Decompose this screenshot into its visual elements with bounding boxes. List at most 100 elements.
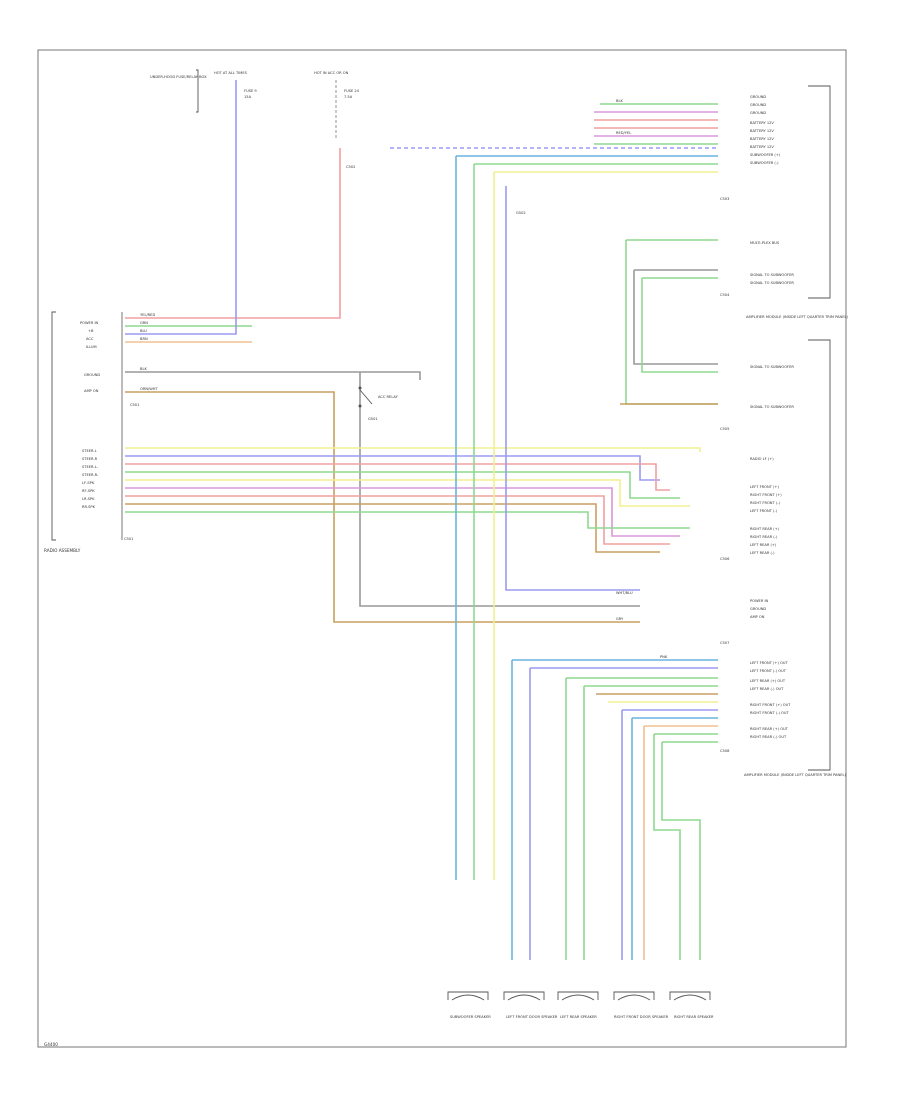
svg-text:C501: C501 (130, 403, 139, 407)
svg-text:BRN: BRN (140, 337, 148, 341)
diagram-frame (37, 49, 847, 1048)
svg-text:C504: C504 (720, 293, 730, 297)
wires-outputs (511, 659, 718, 960)
svg-text:SIGNAL TO SUBWOOFER: SIGNAL TO SUBWOOFER (750, 365, 794, 369)
wires-upper-right (390, 103, 718, 880)
svg-text:LEFT FRONT (+) OUT: LEFT FRONT (+) OUT (750, 661, 788, 665)
svg-text:BLK: BLK (140, 367, 147, 371)
svg-text:LR-SPK: LR-SPK (82, 497, 95, 501)
svg-text:LF-SPK: LF-SPK (82, 481, 95, 485)
speaker-subwoofer: SUBWOOFER SPEAKER (447, 991, 491, 1019)
svg-text:GROUND: GROUND (750, 111, 766, 115)
speaker-right-front-door: RIGHT FRONT DOOR SPEAKER (613, 991, 669, 1019)
svg-text:AMPLIFIER MODULE (INSIDE LEFT: AMPLIFIER MODULE (INSIDE LEFT QUARTER TR… (744, 773, 846, 777)
svg-text:BLK: BLK (616, 99, 623, 103)
svg-text:PNK: PNK (660, 655, 668, 659)
svg-text:RADIO LF (+): RADIO LF (+) (750, 457, 774, 461)
svg-text:SIGNAL TO SUBWOOFER: SIGNAL TO SUBWOOFER (750, 405, 794, 409)
svg-text:AMP ON: AMP ON (84, 389, 99, 393)
svg-text:RIGHT REAR (-) OUT: RIGHT REAR (-) OUT (750, 735, 787, 739)
svg-text:G502: G502 (516, 211, 526, 215)
svg-text:RIGHT FRONT DOOR SPEAKER: RIGHT FRONT DOOR SPEAKER (614, 1015, 669, 1019)
svg-text:RR-SPK: RR-SPK (82, 505, 96, 509)
svg-text:RF-SPK: RF-SPK (82, 489, 95, 493)
svg-text:LEFT FRONT (-) OUT: LEFT FRONT (-) OUT (750, 669, 787, 673)
svg-text:RED/YEL: RED/YEL (616, 131, 631, 135)
speaker-left-front-door: LEFT FRONT DOOR SPEAKER (503, 991, 558, 1019)
svg-text:LEFT FRONT (+): LEFT FRONT (+) (750, 485, 779, 489)
svg-text:SUBWOOFER SPEAKER: SUBWOOFER SPEAKER (450, 1015, 491, 1019)
svg-text:STEER-R: STEER-R (82, 457, 98, 461)
svg-text:GRY: GRY (616, 617, 624, 621)
svg-text:FUSE 9: FUSE 9 (244, 89, 257, 93)
svg-text:LEFT FRONT (-): LEFT FRONT (-) (750, 509, 778, 513)
svg-text:RIGHT FRONT (+): RIGHT FRONT (+) (750, 493, 782, 497)
svg-text:POWER IN: POWER IN (80, 321, 99, 325)
upper-right-pin-labels: GROUND GROUND GROUND BATTERY 12V BATTERY… (750, 95, 781, 165)
svg-text:SUBWOOFER (-): SUBWOOFER (-) (750, 161, 779, 165)
svg-text:RIGHT FRONT (-) OUT: RIGHT FRONT (-) OUT (750, 711, 790, 715)
svg-text:LEFT FRONT DOOR SPEAKER: LEFT FRONT DOOR SPEAKER (506, 1015, 558, 1019)
svg-text:RIGHT FRONT (-): RIGHT FRONT (-) (750, 501, 780, 505)
radio-unit: RADIO ASSEMBLY C501 (44, 311, 133, 553)
svg-text:BATTERY 12V: BATTERY 12V (750, 129, 774, 133)
svg-text:BLU: BLU (140, 329, 147, 333)
svg-text:RIGHT REAR (+) OUT: RIGHT REAR (+) OUT (750, 727, 789, 731)
wires-speaker-bus (125, 447, 701, 553)
svg-text:BATTERY 12V: BATTERY 12V (750, 145, 774, 149)
svg-text:C502: C502 (346, 165, 355, 169)
svg-text:GROUND: GROUND (750, 607, 766, 611)
svg-text:ILLUM: ILLUM (86, 345, 97, 349)
amp-module-lower: AMPLIFIER MODULE (INSIDE LEFT QUARTER TR… (744, 773, 846, 777)
svg-text:STEER-L-: STEER-L- (82, 465, 99, 469)
svg-text:YEL/RED: YEL/RED (140, 313, 155, 317)
svg-text:SUBWOOFER (+): SUBWOOFER (+) (750, 153, 781, 157)
ground-labels: C501 C502 G501 G502 (130, 165, 526, 421)
svg-text:LEFT REAR (+) OUT: LEFT REAR (+) OUT (750, 679, 786, 683)
right-pin-labels: RADIO LF (+) LEFT FRONT (+) RIGHT FRONT … (720, 457, 782, 561)
svg-text:RIGHT REAR (+): RIGHT REAR (+) (750, 527, 780, 531)
svg-text:LEFT REAR (-) OUT: LEFT REAR (-) OUT (750, 687, 784, 691)
svg-text:C506: C506 (720, 557, 730, 561)
wires-signal (620, 239, 718, 405)
svg-text:GROUND: GROUND (750, 103, 766, 107)
svg-text:7.5A: 7.5A (344, 95, 353, 99)
svg-text:C505: C505 (720, 427, 729, 431)
frame-id: G4400 (44, 1042, 58, 1047)
svg-text:WHT/BLU: WHT/BLU (616, 591, 633, 595)
amp-module-mid: AMPLIFIER MODULE (INSIDE LEFT QUARTER TR… (720, 293, 848, 771)
svg-text:C508: C508 (720, 749, 730, 753)
svg-text:SIGNAL TO SUBWOOFER: SIGNAL TO SUBWOOFER (750, 273, 794, 277)
lower-right-pin-labels: POWER IN GROUND AMP ON C507 (720, 599, 769, 645)
svg-text:BATTERY 12V: BATTERY 12V (750, 137, 774, 141)
svg-text:RIGHT FRONT (+) OUT: RIGHT FRONT (+) OUT (750, 703, 791, 707)
svg-text:ACC RELAY: ACC RELAY (378, 395, 399, 399)
fuse-2: HOT IN ACC OR ON FUSE 24 7.5A (314, 71, 360, 140)
svg-text:ORN/WHT: ORN/WHT (140, 387, 158, 391)
svg-text:MULTI-PLEX BUS: MULTI-PLEX BUS (750, 241, 780, 245)
svg-text:POWER IN: POWER IN (750, 599, 769, 603)
wires-power (125, 80, 640, 623)
svg-text:STEER-R-: STEER-R- (82, 473, 99, 477)
svg-text:HOT IN ACC OR ON: HOT IN ACC OR ON (314, 71, 349, 75)
svg-text:STEER-L: STEER-L (82, 449, 97, 453)
svg-text:GROUND: GROUND (84, 373, 100, 377)
svg-text:BATTERY 12V: BATTERY 12V (750, 121, 774, 125)
radio-pin-labels: POWER IN +B ACC ILLUM GROUND AMP ON STEE… (80, 321, 100, 509)
output-pin-labels: LEFT FRONT (+) OUT LEFT FRONT (-) OUT LE… (720, 661, 791, 753)
speaker-right-rear: RIGHT REAR SPEAKER (669, 991, 714, 1019)
svg-text:15A: 15A (244, 95, 252, 99)
svg-text:AMPLIFIER MODULE (INSIDE LEFT: AMPLIFIER MODULE (INSIDE LEFT QUARTER TR… (746, 315, 848, 319)
svg-text:FUSE 24: FUSE 24 (344, 89, 360, 93)
amp-module-upper: C503 (720, 85, 831, 299)
svg-text:ACC: ACC (86, 337, 94, 341)
svg-text:C501: C501 (124, 537, 133, 541)
svg-text:GRN: GRN (140, 321, 148, 325)
mid-right-pin-labels: MULTI-PLEX BUS SIGNAL TO SUBWOOFER SIGNA… (750, 241, 794, 409)
svg-text:G501: G501 (368, 417, 378, 421)
svg-text:UNDER-HOOD FUSE/RELAY BOX: UNDER-HOOD FUSE/RELAY BOX (150, 75, 207, 79)
svg-text:C507: C507 (720, 641, 729, 645)
svg-text:RIGHT REAR SPEAKER: RIGHT REAR SPEAKER (674, 1015, 714, 1019)
svg-text:C503: C503 (720, 197, 729, 201)
